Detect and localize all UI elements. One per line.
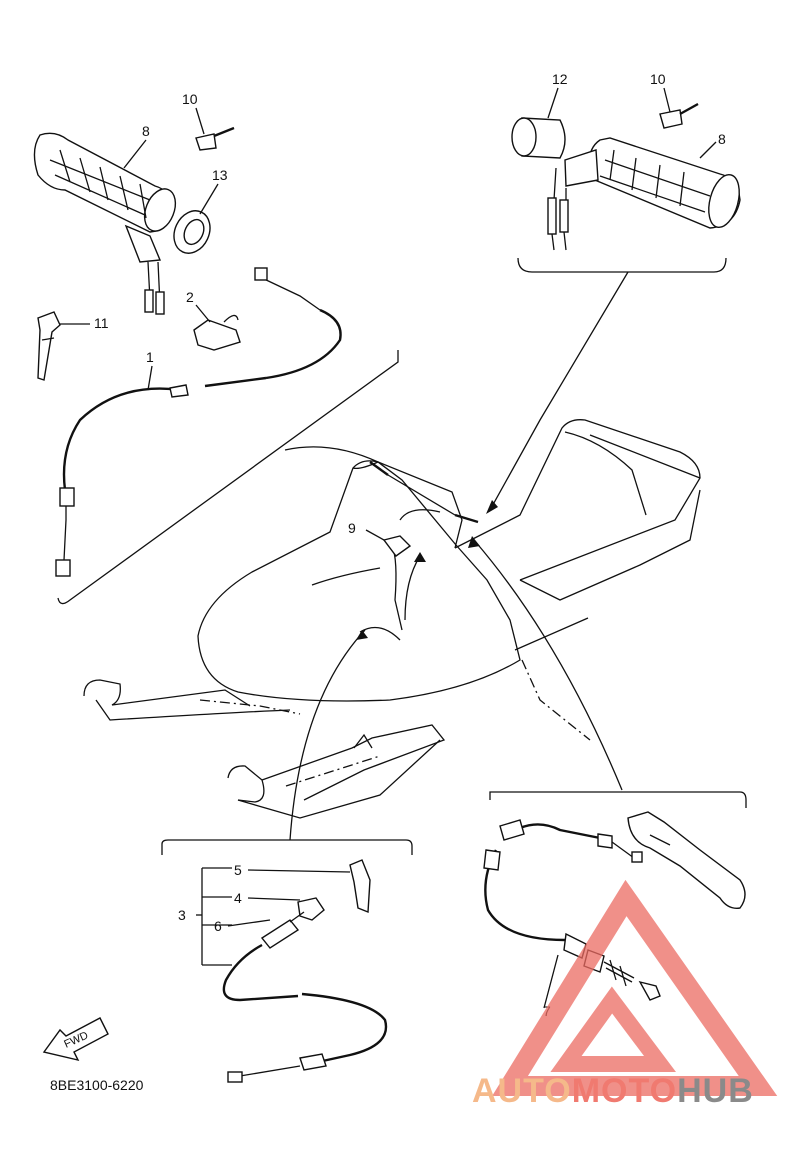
snowmobile [83,419,701,819]
watermark-moto: MOTO [572,1072,677,1110]
part-6-adjuster [260,911,305,949]
inset-frame-top-right [517,257,727,273]
part-3-cable [222,943,388,1083]
arrow-to-top-right-inset [489,271,629,511]
part-11-tie [37,311,61,381]
callout-2: 2 [186,289,194,305]
inset-frame-bottom-right [489,791,747,808]
callout-6: 6 [214,918,222,934]
arrow-head-hood [356,630,368,640]
callout-12: 12 [552,71,568,87]
inset-frame-bottom-left [161,839,413,855]
arrow-to-bottom-right-inset [473,539,623,791]
arrow-to-bottom-left-inset [289,629,366,841]
watermark-triangle [492,879,778,1096]
watermark-inner-triangle [550,986,676,1072]
arrow-from-hood-up [404,555,421,621]
part-1-throttle-cable [55,267,342,577]
callout-9: 9 [348,520,356,536]
part-3-bracket-lines [196,867,351,966]
inset-frame-top-left [57,350,399,605]
callout-10-left: 10 [182,91,198,107]
part-8-grip-left [33,132,177,315]
part-4-nut [297,897,325,921]
callout-13: 13 [212,167,228,183]
part-8-grip-right [547,137,741,251]
callout-3: 3 [178,907,186,923]
watermark-text: AUTOMOTOHUB [472,1072,754,1110]
arrow-head-up [414,552,426,562]
part-12-cap [511,117,566,159]
callout-4: 4 [234,890,242,906]
watermark-logo [492,879,778,1096]
part-10-bolt-right [659,102,699,129]
callout-8-right: 8 [718,131,726,147]
diagram-code: 8BE3100-6220 [50,1077,144,1093]
callout-5: 5 [234,862,242,878]
watermark-hub: HUB [677,1072,754,1110]
callout-1: 1 [146,349,154,365]
arrow-to-top-left-inset [284,446,379,463]
part-13-ring [173,210,211,254]
part-9-clip [365,529,412,557]
arrow-head-throttle [468,536,480,548]
fwd-arrow-icon: FWD [42,1017,109,1062]
callout-10-right: 10 [650,71,666,87]
watermark-auto: AUTO [472,1072,572,1110]
callout-8-left: 8 [142,123,150,139]
part-5-lever [349,859,371,914]
part-10-bolt-left [195,126,235,151]
callout-11: 11 [94,315,109,331]
arrow-head-right [486,500,498,514]
part-2-clip [193,314,241,351]
